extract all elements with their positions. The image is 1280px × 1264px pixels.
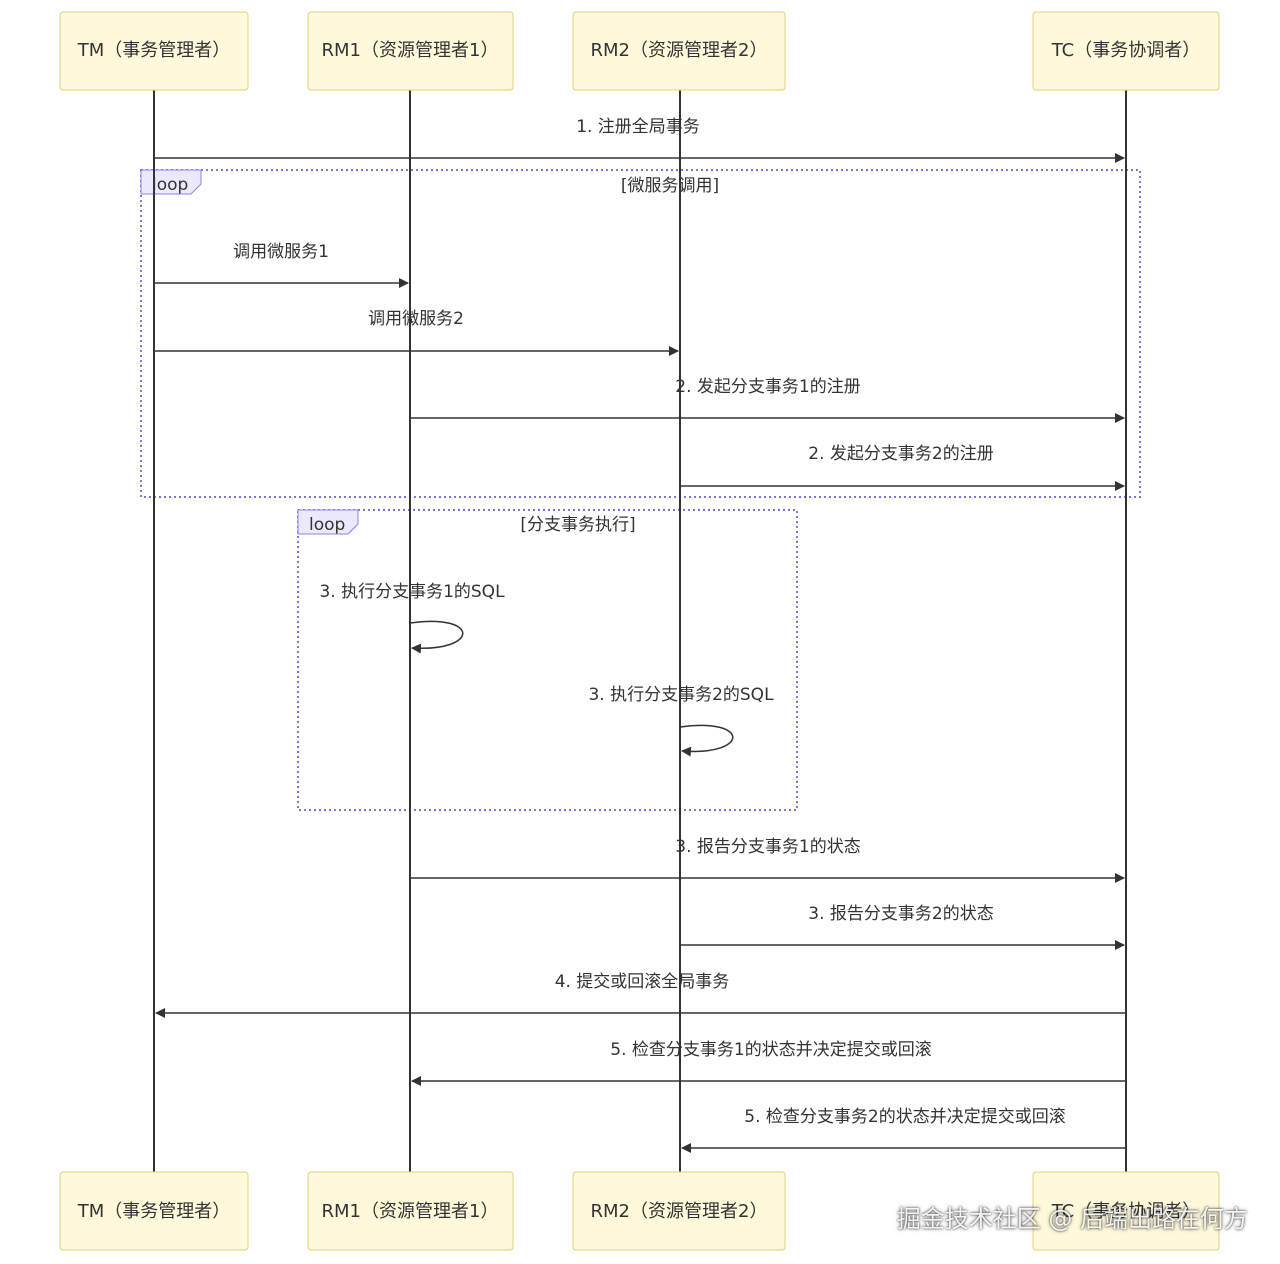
- message-label: 5. 检查分支事务2的状态并决定提交或回滚: [744, 1107, 1065, 1127]
- message-call-microservice-2: 调用微服务2: [154, 309, 679, 356]
- actor-rm1-bottom: RM1（资源管理者1）: [307, 1171, 514, 1251]
- message-register-branch-2: 2. 发起分支事务2的注册: [680, 444, 1125, 491]
- loop-frame-branch-execution: loop [分支事务执行]: [297, 509, 798, 811]
- actor-tc-top: TC（事务协调者）: [1032, 11, 1220, 91]
- actor-label: RM2（资源管理者2）: [591, 1201, 768, 1222]
- actor-label: TC（事务协调者）: [1051, 40, 1201, 61]
- message-report-branch-2-status: 3. 报告分支事务2的状态: [680, 904, 1125, 950]
- message-report-branch-1-status: 3. 报告分支事务1的状态: [410, 837, 1125, 883]
- message-label: 4. 提交或回滚全局事务: [555, 972, 730, 992]
- lifelines: [153, 90, 1127, 1172]
- message-label: 2. 发起分支事务2的注册: [808, 444, 993, 464]
- message-call-microservice-1: 调用微服务1: [154, 242, 409, 288]
- message-label: 1. 注册全局事务: [576, 117, 700, 137]
- message-label: 调用微服务1: [233, 242, 329, 262]
- message-execute-branch-1-sql: 3. 执行分支事务1的SQL: [319, 582, 505, 654]
- message-label: 3. 报告分支事务2的状态: [808, 904, 993, 924]
- actor-tm-bottom: TM（事务管理者）: [59, 1171, 249, 1251]
- loop-condition-label: [微服务调用]: [621, 176, 719, 196]
- loop-condition-label: [分支事务执行]: [520, 515, 635, 535]
- actor-rm2-top: RM2（资源管理者2）: [572, 11, 786, 91]
- actor-label: TM（事务管理者）: [77, 40, 231, 61]
- message-check-branch-1-status: 5. 检查分支事务1的状态并决定提交或回滚: [411, 1040, 1126, 1086]
- message-execute-branch-2-sql: 3. 执行分支事务2的SQL: [588, 685, 774, 757]
- actor-rm2-bottom: RM2（资源管理者2）: [572, 1171, 786, 1251]
- message-check-branch-2-status: 5. 检查分支事务2的状态并决定提交或回滚: [681, 1107, 1126, 1153]
- actor-rm1-top: RM1（资源管理者1）: [307, 11, 514, 91]
- loop-tag-label: loop: [152, 175, 188, 195]
- actor-tm-top: TM（事务管理者）: [59, 11, 249, 91]
- message-label: 调用微服务2: [368, 309, 464, 329]
- watermark-text: 掘金技术社区 @ 后端出路在何方: [896, 1205, 1248, 1233]
- message-commit-or-rollback-global: 4. 提交或回滚全局事务: [155, 972, 1126, 1018]
- message-label: 5. 检查分支事务1的状态并决定提交或回滚: [610, 1040, 931, 1060]
- loop-tag-label: loop: [309, 515, 345, 535]
- actor-label: TM（事务管理者）: [77, 1201, 231, 1222]
- message-label: 3. 执行分支事务2的SQL: [588, 685, 774, 705]
- actor-label: RM1（资源管理者1）: [322, 1201, 499, 1222]
- message-register-branch-1: 2. 发起分支事务1的注册: [410, 377, 1125, 423]
- message-label: 2. 发起分支事务1的注册: [675, 377, 860, 397]
- actor-label: RM1（资源管理者1）: [322, 40, 499, 61]
- self-message-arrow: [409, 620, 464, 654]
- self-message-arrow: [679, 724, 734, 757]
- message-label: 3. 执行分支事务1的SQL: [319, 582, 505, 602]
- actor-label: TC（事务协调者）: [1051, 1201, 1201, 1222]
- message-label: 3. 报告分支事务1的状态: [675, 837, 860, 857]
- actor-tc-bottom: TC（事务协调者）: [1032, 1171, 1220, 1251]
- actor-label: RM2（资源管理者2）: [591, 40, 768, 61]
- message-register-global-transaction: 1. 注册全局事务: [154, 117, 1125, 163]
- loop-frame-microservice-call: loop [微服务调用]: [140, 169, 1141, 498]
